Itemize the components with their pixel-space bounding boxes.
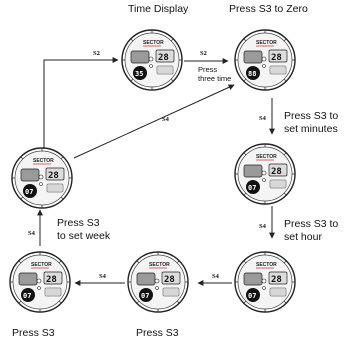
watch-big-readout: 28 bbox=[48, 171, 59, 181]
caption-bottom-left: Press S3 bbox=[12, 327, 55, 339]
watch-sub-readout: 35 bbox=[135, 70, 143, 78]
caption-bottom-mid: Press S3 bbox=[136, 327, 179, 339]
caption-set-week-1: Press S3 bbox=[57, 217, 100, 229]
watch-set-minutes: SECTOR 28 07 bbox=[234, 143, 296, 205]
arrow-label-s4-bottom1: S4 bbox=[212, 273, 220, 280]
watch-big-readout: 28 bbox=[271, 275, 282, 285]
caption-press-s3-zero: Press S3 to Zero bbox=[229, 3, 308, 15]
watch-left-middle: SECTOR 28 07 bbox=[11, 147, 73, 209]
watch-sub-readout: 88 bbox=[248, 70, 256, 78]
arrow-label-s4-right2: S4 bbox=[259, 223, 267, 230]
arrow-s2-left-to-time bbox=[43, 57, 119, 150]
caption-press-three-1: Press bbox=[198, 65, 217, 74]
watch-bottom-left: SECTOR 28 07 bbox=[9, 251, 71, 313]
watch-bottom-middle: SECTOR 28 07 bbox=[127, 251, 189, 313]
caption-set-hour-1: Press S3 to bbox=[284, 218, 338, 230]
arrow-label-s4-left: S4 bbox=[28, 230, 36, 237]
watch-sub-readout: 07 bbox=[248, 184, 256, 192]
watch-brand: SECTOR bbox=[31, 262, 52, 268]
watch-brand: SECTOR bbox=[256, 262, 277, 268]
watch-big-readout: 28 bbox=[164, 275, 175, 285]
caption-set-minutes-1: Press S3 to bbox=[284, 110, 338, 122]
watch-brand: SECTOR bbox=[256, 40, 277, 46]
watch-time-display: SECTOR 28 35 bbox=[121, 29, 183, 91]
watch-big-readout: 28 bbox=[158, 53, 169, 63]
watch-sub-readout: 07 bbox=[23, 292, 31, 300]
watch-sub-readout: 07 bbox=[25, 188, 33, 196]
arrow-label-s2-left: S2 bbox=[93, 50, 100, 57]
watch-sub-readout: 07 bbox=[248, 292, 256, 300]
arrow-label-s2-top: S2 bbox=[200, 50, 207, 57]
watch-big-readout: 28 bbox=[46, 275, 57, 285]
watch-brand: SECTOR bbox=[143, 40, 164, 46]
caption-set-week-2: to set week bbox=[57, 230, 111, 242]
arrow-s4-diagonal bbox=[73, 84, 235, 159]
watch-brand: SECTOR bbox=[149, 262, 170, 268]
arrow-label-s4-bottom2: S4 bbox=[99, 273, 107, 280]
time-display-title: Time Display bbox=[128, 3, 189, 15]
watch-big-readout: 28 bbox=[271, 53, 282, 63]
watch-big-readout: 28 bbox=[271, 167, 282, 177]
caption-set-hour-2: set hour bbox=[284, 231, 322, 243]
caption-press-three-2: three time bbox=[198, 74, 231, 83]
arrow-label-s4-right1: S4 bbox=[259, 115, 267, 122]
watch-brand: SECTOR bbox=[256, 154, 277, 160]
watch-press-s3-zero: SECTOR 28 88 bbox=[234, 29, 296, 91]
caption-set-minutes-2: set minutes bbox=[284, 123, 338, 135]
arrow-label-s4-diag: S4 bbox=[162, 116, 170, 123]
watch-sub-readout: 07 bbox=[141, 292, 149, 300]
watch-set-hour: SECTOR 28 07 bbox=[234, 251, 296, 313]
watch-brand: SECTOR bbox=[33, 158, 54, 164]
